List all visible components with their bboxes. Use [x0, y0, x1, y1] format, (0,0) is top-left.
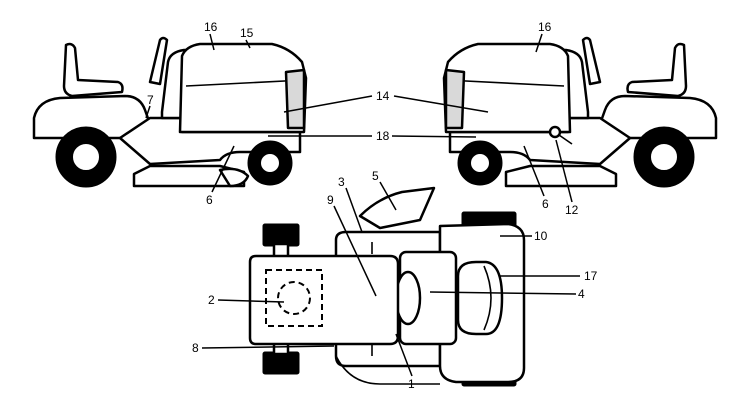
- leader-3: [345, 187, 363, 233]
- right-side-view: [442, 36, 718, 188]
- hood-crease-left: [185, 79, 305, 87]
- callout-18: 18: [376, 129, 390, 143]
- grille-oval-inner: [483, 265, 492, 331]
- callout-10: 10: [534, 229, 548, 243]
- leader-14-right: [393, 95, 489, 113]
- front-hub-right: [469, 152, 491, 174]
- rear-tire-top-upper: [262, 223, 300, 247]
- leader-4: [429, 291, 577, 295]
- rear-hub-right: [649, 142, 679, 172]
- callout-6-left: 6: [206, 193, 213, 207]
- callout-17: 17: [584, 269, 598, 283]
- callout-7-left: 7: [147, 93, 154, 107]
- seat-dashed-outline: [265, 269, 323, 327]
- callout-16-left: 16: [204, 20, 218, 34]
- rear-body-top: [248, 254, 400, 346]
- callout-8: 8: [192, 341, 199, 355]
- rear-hub-left: [71, 142, 101, 172]
- rear-tire-top-lower: [262, 351, 300, 375]
- leader-5: [379, 181, 397, 211]
- dash-oval-top: [394, 270, 422, 326]
- leader-1: [395, 333, 413, 377]
- steering-wheel-left: [148, 36, 169, 86]
- callout-4: 4: [578, 287, 585, 301]
- seat-right: [626, 42, 688, 98]
- rear-fender-left: [32, 94, 162, 140]
- top-view: [248, 186, 526, 387]
- grille-left: [284, 68, 306, 130]
- leader-8: [201, 345, 335, 349]
- discharge-chute-top: [358, 186, 436, 230]
- lift-knob-right: [548, 125, 562, 139]
- hood-crease-right: [445, 79, 565, 87]
- mower-deck-right: [504, 164, 618, 188]
- hood-left: [178, 42, 308, 134]
- callout-1: 1: [408, 377, 415, 391]
- leader-6-right: [523, 145, 545, 197]
- leader-16-left: [209, 33, 215, 51]
- callout-labels: 16 15 7 14 18 6 16 6 12 3 5 9 10 17 4 2 …: [147, 20, 598, 391]
- callout-16-right: 16: [538, 20, 552, 34]
- leader-9: [333, 205, 377, 297]
- callout-5: 5: [372, 169, 379, 183]
- front-hub-left: [259, 152, 281, 174]
- rear-fender-right: [588, 94, 718, 140]
- deck-chute-left: [218, 167, 250, 188]
- leader-6-left: [211, 145, 235, 193]
- callout-12-right: 12: [565, 203, 579, 217]
- left-side-view: [32, 36, 308, 188]
- leader-lines: [145, 33, 580, 377]
- callout-6-right: 6: [542, 197, 549, 211]
- steering-wheel-right: [581, 36, 602, 86]
- grille-right: [444, 68, 466, 130]
- seat-dashed-circle: [277, 281, 311, 315]
- grille-oval-top: [456, 260, 504, 336]
- callout-15-left: 15: [240, 26, 254, 40]
- lift-lever-right: [558, 134, 573, 145]
- callout-14: 14: [376, 89, 390, 103]
- leader-14-left: [283, 95, 373, 113]
- callout-2: 2: [208, 293, 215, 307]
- callout-3: 3: [338, 175, 345, 189]
- fender-curve-top: [335, 355, 440, 385]
- leader-18-right: [391, 135, 477, 138]
- leader-12-right: [555, 139, 573, 203]
- leader-7-left: [145, 105, 151, 119]
- callout-9: 9: [327, 193, 334, 207]
- leader-2: [217, 299, 285, 303]
- leader-15-left: [245, 39, 251, 49]
- leader-16-right: [535, 33, 543, 53]
- seat-left: [62, 42, 124, 98]
